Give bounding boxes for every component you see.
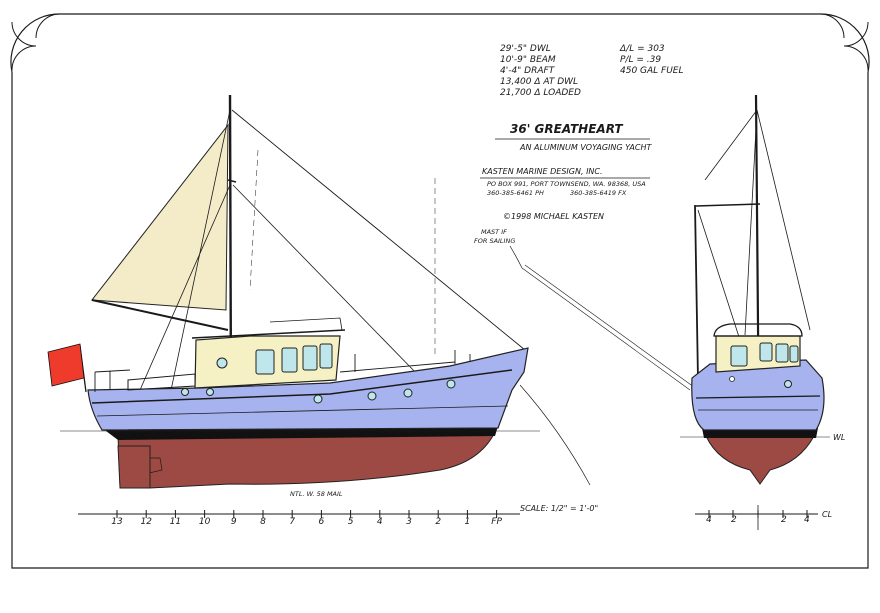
spec-right-2: 450 GAL FUEL — [620, 66, 684, 76]
profile-view: NTL. W. 58 MAIL — [47, 94, 706, 498]
station-baseline: 13 12 11 10 9 8 7 6 5 4 3 2 1 FP SCALE: 1/2" = 1'-0" — [78, 504, 598, 527]
spec-left-0: 29'-5" DWL — [500, 44, 551, 54]
scale-label: SCALE: 1/2" = 1'-0" — [520, 504, 598, 513]
title-block: 36' GREATHEART AN ALUMINUM VOYAGING YACH… — [474, 122, 652, 269]
spec-left-4: 21,700 Δ LOADED — [500, 88, 581, 98]
section-label-0: 4 — [706, 515, 712, 525]
steadying-sail — [91, 123, 229, 311]
spec-right-1: P/L = .39 — [620, 55, 661, 65]
centerline-label: CL — [822, 510, 832, 519]
station-label: 2 — [435, 517, 441, 527]
section-topside — [691, 359, 825, 431]
spec-left-3: 13,400 Δ AT DWL — [500, 77, 578, 87]
section-label-2: 2 — [781, 515, 787, 525]
section-windows — [730, 342, 799, 367]
hull-portholes — [181, 379, 456, 404]
station-label: 12 — [140, 517, 152, 527]
flag-icon — [47, 343, 85, 387]
section-paravane-pole — [694, 204, 699, 381]
pilothouse-windows — [216, 343, 333, 375]
station-label: 9 — [231, 517, 237, 527]
designer-fax: 360-385-6419 FX — [570, 189, 627, 197]
station-label: FP — [491, 517, 502, 527]
designer-name: KASTEN MARINE DESIGN, INC. — [482, 167, 603, 176]
station-label: 6 — [319, 517, 325, 527]
station-label: 3 — [406, 517, 412, 527]
station-label: 4 — [377, 517, 383, 527]
section-bottom — [705, 435, 815, 485]
sail-boom — [91, 299, 229, 331]
station-ticks — [116, 510, 498, 518]
waterline: WL — [60, 430, 845, 442]
spec-block: 29'-5" DWL 10'-9" BEAM 4'-4" DRAFT 13,40… — [500, 44, 684, 98]
station-label: 11 — [170, 517, 181, 527]
waterline-label: WL — [833, 433, 845, 442]
hull-bottom — [117, 431, 496, 489]
section-view — [691, 94, 825, 485]
station-label: 10 — [199, 517, 211, 527]
hull-note: NTL. W. 58 MAIL — [290, 490, 343, 498]
designer-phone: 360-385-6461 PH — [487, 189, 544, 197]
forestay — [231, 109, 526, 351]
copyright-note: ©1998 MICHAEL KASTEN — [503, 212, 604, 221]
drawing-title: 36' GREATHEART — [510, 122, 623, 136]
rudder — [117, 445, 151, 489]
drawing-frame — [10, 13, 870, 569]
station-label: 5 — [348, 517, 354, 527]
mast-note-line-2: FOR SAILING — [474, 237, 515, 245]
section-label-1: 2 — [731, 515, 737, 525]
spec-left-1: 10'-9" BEAM — [500, 55, 556, 65]
spec-right-0: Δ/L = 303 — [619, 44, 665, 54]
drawing-subtitle: AN ALUMINUM VOYAGING YACHT — [519, 143, 652, 152]
designer-address: PO BOX 991, PORT TOWNSEND, WA. 98368, US… — [487, 180, 646, 188]
station-label: 13 — [111, 517, 123, 527]
station-label: 7 — [289, 517, 295, 527]
mast-note-line-1: MAST IF — [481, 228, 507, 236]
station-labels: 13 12 11 10 9 8 7 6 5 4 3 2 1 FP — [111, 517, 502, 527]
spec-left-2: 4'-4" DRAFT — [500, 66, 556, 76]
section-label-3: 4 — [804, 515, 810, 525]
hull-topside — [87, 347, 529, 431]
section-baseline: 4 2 2 4 CL — [695, 505, 832, 530]
station-label: 1 — [465, 517, 471, 527]
station-label: 8 — [260, 517, 266, 527]
